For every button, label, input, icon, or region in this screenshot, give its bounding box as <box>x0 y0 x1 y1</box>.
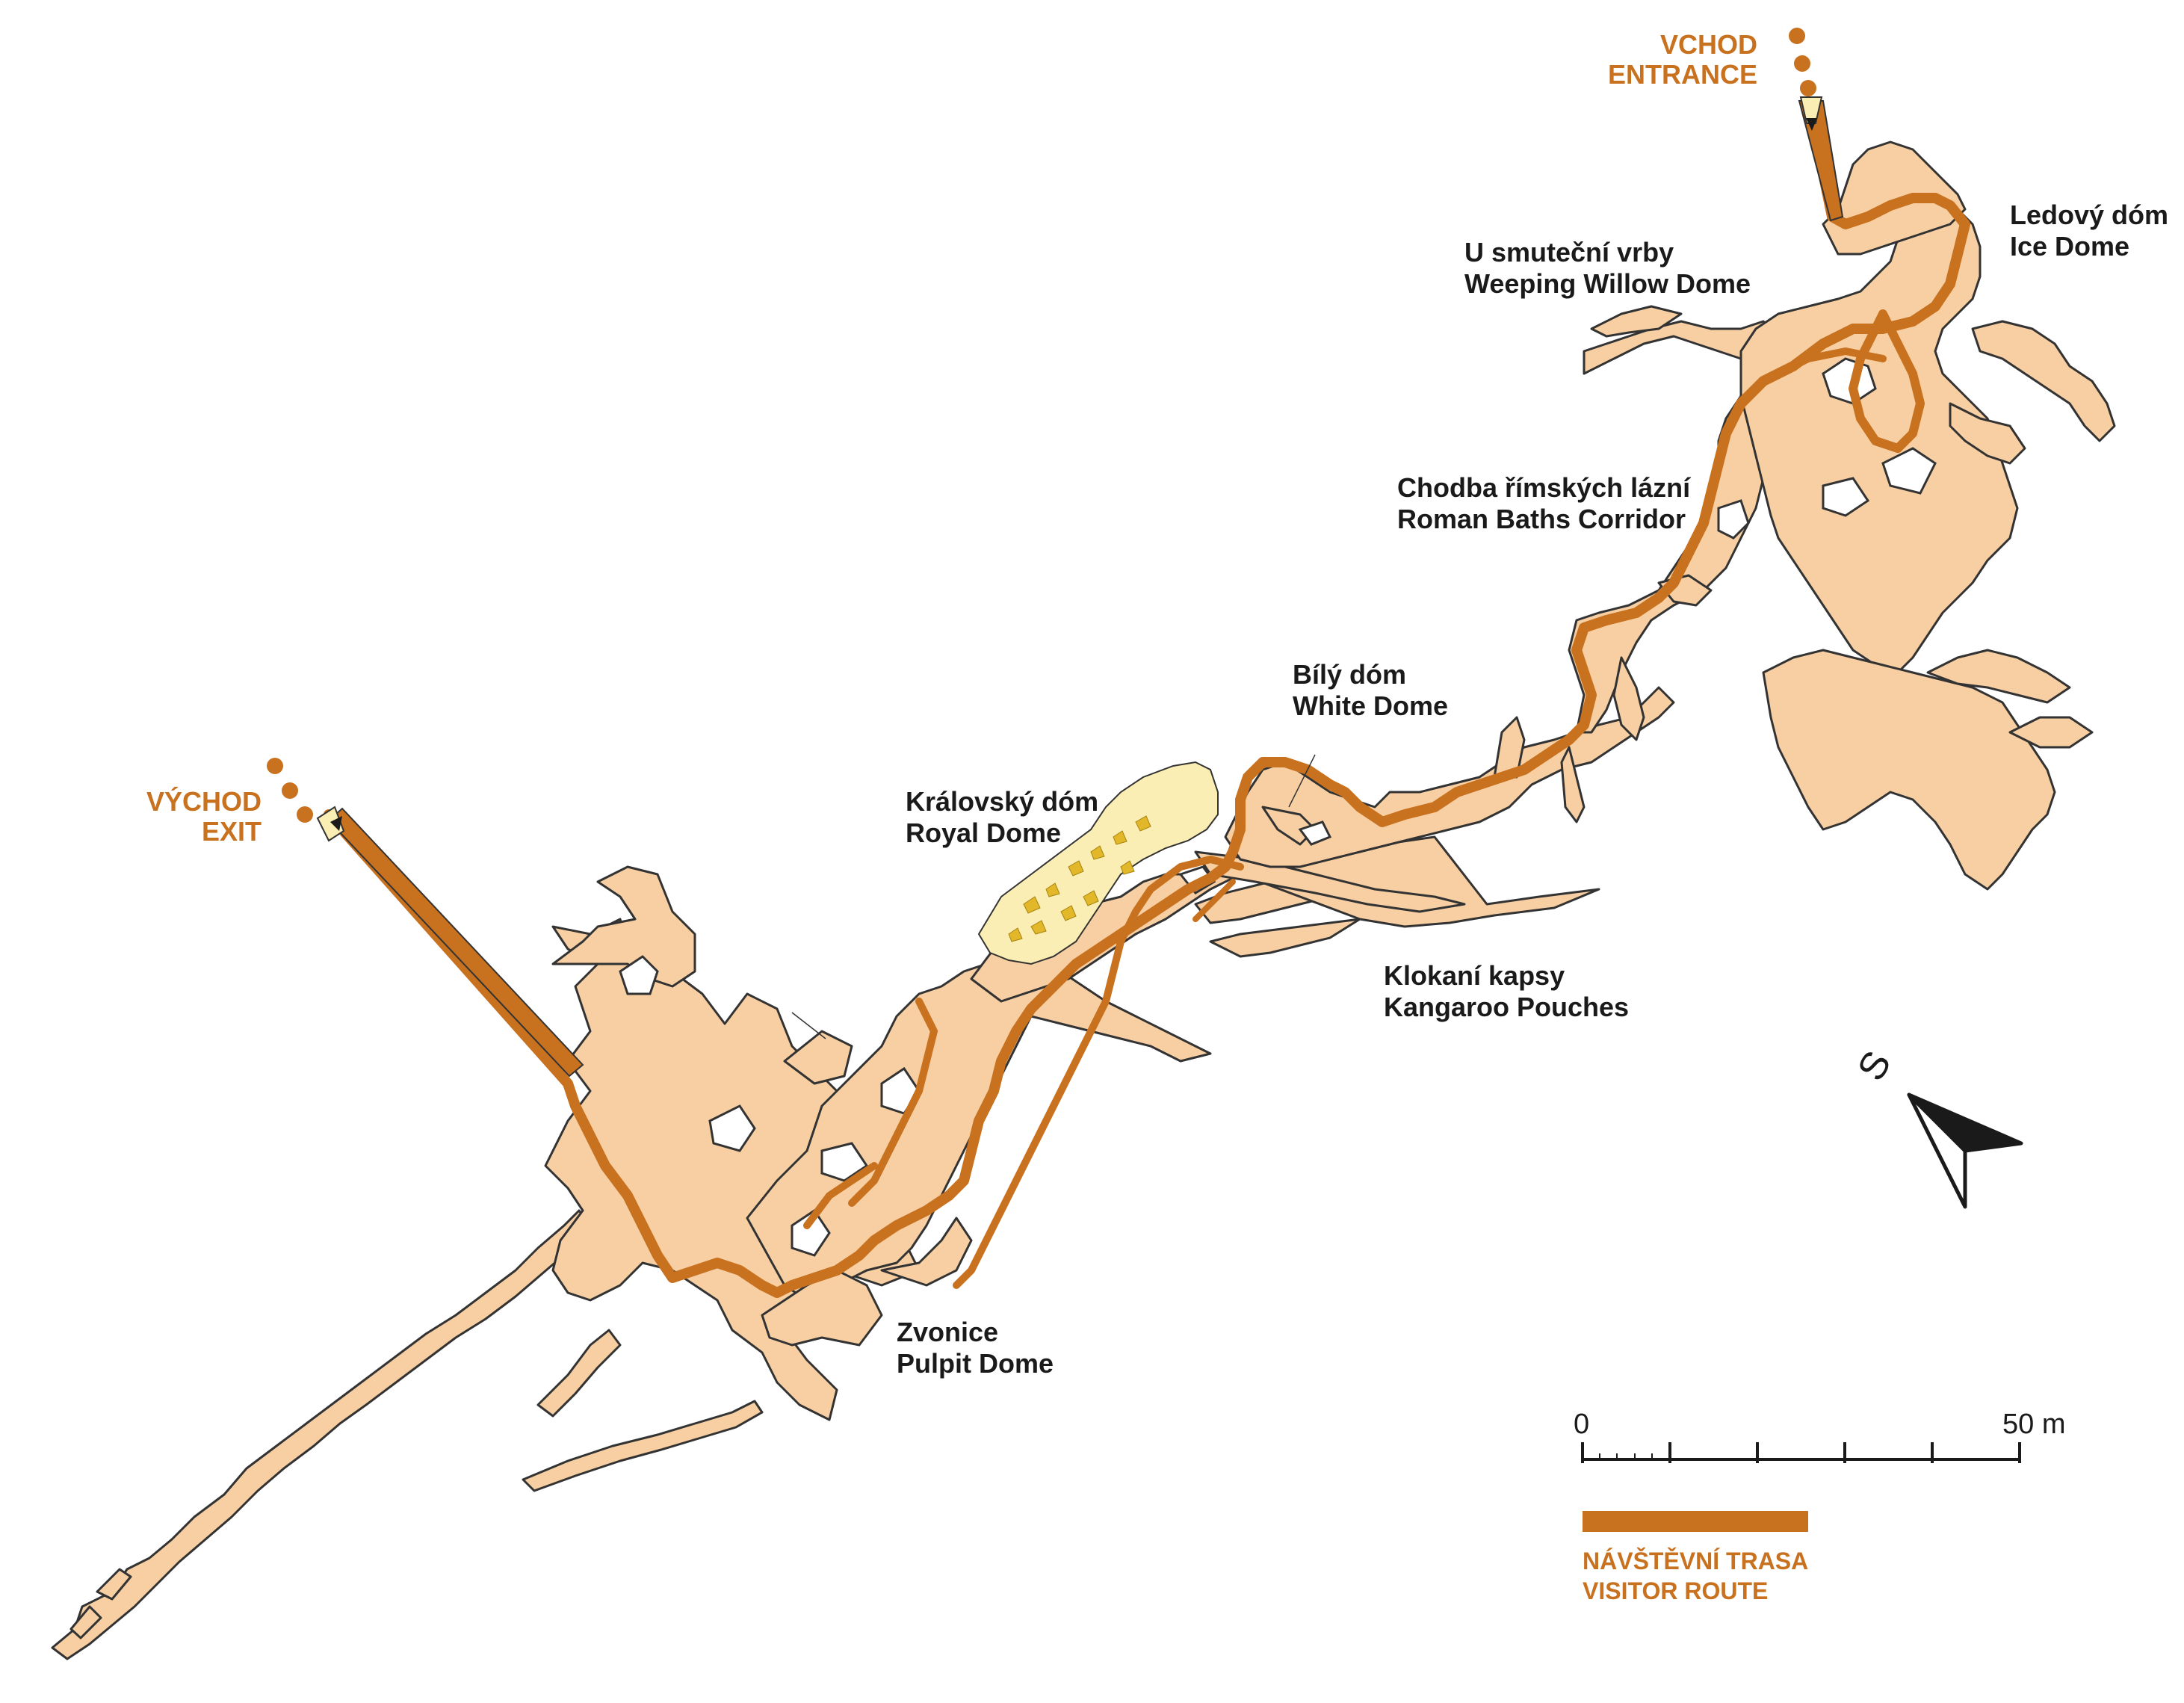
entrance-label-cz: VCHOD <box>1660 29 1757 60</box>
exit-dots <box>267 758 313 823</box>
royal-dome-area <box>977 761 1219 965</box>
legend-label-en: VISITOR ROUTE <box>1583 1577 1768 1604</box>
scale-bar-max: 50 m <box>2002 1409 2065 1440</box>
roman-baths-label-cz: Chodba římských lázní <box>1397 472 1691 503</box>
pulpit-dome-label-en: Pulpit Dome <box>897 1348 1054 1379</box>
roman-baths-label-en: Roman Baths Corridor <box>1397 504 1686 534</box>
exit-stairs <box>316 806 584 1078</box>
kangaroo-pouches-label-cz: Klokaní kapsy <box>1384 960 1565 991</box>
entrance-stairs <box>1798 96 1844 222</box>
white-dome-label-cz: Bílý dóm <box>1293 659 1406 690</box>
pulpit-dome-label-cz: Zvonice <box>897 1317 998 1347</box>
cave-passages <box>51 140 2116 1660</box>
scale-bar <box>1581 1442 2021 1463</box>
exit-label-cz: VÝCHOD <box>146 786 262 817</box>
royal-dome-label-cz: Královský dóm <box>906 786 1098 817</box>
white-dome-leader <box>1288 754 1316 808</box>
royal-dome-label-en: Royal Dome <box>906 817 1061 848</box>
ice-dome-label-cz: Ledový dóm <box>2010 200 2168 230</box>
weeping-willow-label-en: Weeping Willow Dome <box>1464 268 1751 299</box>
entrance-label-en: ENTRANCE <box>1608 59 1757 90</box>
entrance-dots <box>1789 28 1816 96</box>
white-dome-label-en: White Dome <box>1293 690 1448 721</box>
kangaroo-pouches-label-en: Kangaroo Pouches <box>1384 992 1629 1022</box>
exit-label-en: EXIT <box>202 816 262 847</box>
legend-label-cz: NÁVŠTĚVNÍ TRASA <box>1583 1548 1808 1574</box>
weeping-willow-label-cz: U smuteční vrby <box>1464 237 1674 268</box>
scale-bar-min: 0 <box>1574 1409 1589 1440</box>
ice-dome-label-en: Ice Dome <box>2010 231 2129 262</box>
cave-pillars <box>619 357 1937 1257</box>
legend-route-swatch <box>1583 1511 1808 1532</box>
leader-line <box>791 1012 826 1039</box>
